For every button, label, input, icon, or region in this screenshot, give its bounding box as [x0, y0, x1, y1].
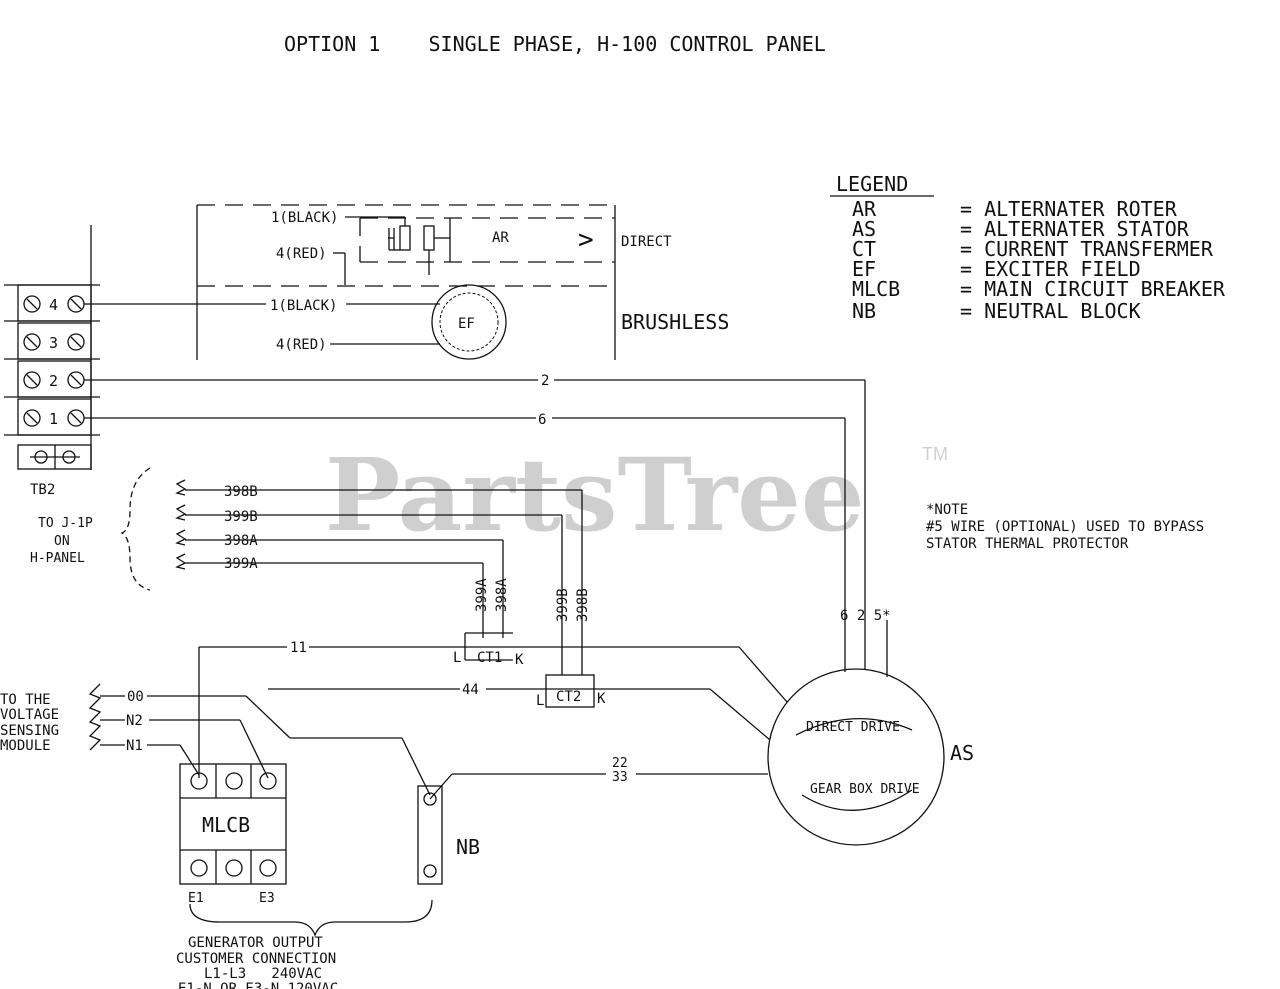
ct-harness: 398B 399B 398A 399A TO J-1P ON H-PANEL — [30, 467, 582, 591]
terminal-screw-icon — [23, 295, 41, 313]
voltage-module-line-4: MODULE — [0, 738, 51, 754]
rotor-wire-black-top: 1(BLACK) — [271, 210, 338, 226]
brushless-label: BRUSHLESS — [621, 310, 729, 334]
wire-44-label: 44 — [462, 682, 479, 698]
neutral-block: 22 33 NB — [417, 756, 768, 885]
legend: LEGEND AR = ALTERNATER ROTER AS = ALTERN… — [830, 172, 1226, 323]
terminal-screw-icon — [23, 371, 41, 389]
legend-code-as: AS — [852, 217, 876, 241]
alternator-stator: 6 2 5* DIRECT DRIVE GEAR BOX DRIVE AS — [767, 605, 974, 846]
watermark-tm: TM — [922, 444, 948, 464]
ct1-wire-a: 399A — [474, 578, 490, 612]
legend-code-ef: EF — [852, 257, 876, 281]
ct2-k: K — [597, 691, 606, 707]
legend-desc-ar: = ALTERNATER ROTER — [960, 197, 1178, 221]
terminal-block: 4 3 2 1 TB2 — [4, 225, 100, 498]
ef-wire-red: 4(RED) — [276, 337, 327, 353]
legend-desc-as: = ALTERNATER STATOR — [960, 217, 1190, 241]
legend-desc-nb: = NEUTRAL BLOCK — [960, 299, 1141, 323]
harness-399b: 399B — [224, 509, 258, 525]
voltage-sensing-wires: 00 N2 N1 TO THE VOLTAGE SENSING MODULE — [0, 683, 431, 796]
wire-00-label: 00 — [127, 689, 144, 705]
ct2-wire-b: 398B — [575, 588, 591, 622]
output-line-1: GENERATOR OUTPUT — [188, 935, 323, 951]
legend-heading: LEGEND — [836, 172, 908, 196]
stator-label: AS — [950, 741, 974, 765]
rotor-direct-label: DIRECT — [621, 234, 672, 250]
rotor-arrow: > — [578, 225, 594, 255]
output-brace — [189, 899, 433, 937]
terminal-block-label: TB2 — [30, 482, 55, 498]
voltage-module-line-1: TO THE — [0, 692, 51, 708]
rotor-enclosure — [196, 204, 616, 360]
watermark: PartsTree — [325, 436, 865, 554]
legend-code-ar: AR — [852, 197, 877, 221]
ct1: 399A 398A CT1 L K — [453, 540, 524, 668]
wire-n2-label: N2 — [126, 713, 143, 729]
exciter-field: EF — [330, 284, 507, 360]
ct2-l: L — [536, 693, 544, 709]
note-heading: *NOTE — [926, 502, 968, 518]
terminal-label-3: 3 — [49, 334, 58, 352]
harness-399a: 399A — [224, 556, 258, 572]
note: *NOTE #5 WIRE (OPTIONAL) USED TO BYPASS … — [926, 502, 1204, 552]
terminal-label-4: 4 — [49, 296, 58, 314]
direct-drive-label: DIRECT DRIVE — [806, 720, 900, 735]
mlcb-e3: E3 — [259, 891, 275, 906]
terminal-screw-icon — [23, 333, 41, 351]
wire-33-label: 33 — [612, 770, 628, 785]
harness-398b: 398B — [224, 484, 258, 500]
harness-dest-2: ON — [54, 534, 70, 549]
wire-11-label: 11 — [290, 640, 307, 656]
note-line-1: #5 WIRE (OPTIONAL) USED TO BYPASS — [926, 519, 1204, 535]
wire-22-label: 22 — [612, 756, 628, 771]
output-line-3: L1-L3 240VAC — [204, 966, 322, 982]
terminal-screw-icon — [67, 333, 85, 351]
legend-code-nb: NB — [852, 299, 876, 323]
alternator-rotor: AR > DIRECT — [344, 216, 672, 285]
terminal-label-2: 2 — [49, 372, 58, 390]
terminal-screw-icon — [23, 409, 41, 427]
output-line-4: E1-N OR E3-N 120VAC — [178, 981, 338, 989]
legend-desc-mlcb: = MAIN CIRCUIT BREAKER — [960, 277, 1226, 301]
ct1-label: CT1 — [477, 650, 502, 666]
diagram-title: OPTION 1 SINGLE PHASE, H-100 CONTROL PAN… — [284, 32, 826, 56]
output-line-2: CUSTOMER CONNECTION — [176, 951, 336, 967]
harness-dest-3: H-PANEL — [30, 551, 85, 566]
terminal-label-1: 1 — [49, 410, 58, 428]
wire-2-label: 2 — [541, 373, 549, 389]
ct2-wire-a: 399B — [555, 588, 571, 622]
voltage-module-line-3: SENSING — [0, 723, 59, 739]
stator-leads: 6 2 5* — [840, 608, 891, 624]
legend-desc-ct: = CURRENT TRANSFERMER — [960, 237, 1214, 261]
voltage-module-line-2: VOLTAGE — [0, 707, 59, 723]
ct1-k: K — [515, 652, 524, 668]
note-line-2: STATOR THERMAL PROTECTOR — [926, 536, 1129, 552]
rotor-wire-red-top: 4(RED) — [276, 246, 327, 262]
wire-n1-label: N1 — [126, 738, 143, 754]
ef-wire-black: 1(BLACK) — [270, 298, 337, 314]
ct2-label: CT2 — [556, 689, 581, 705]
harness-dest-1: TO J-1P — [38, 516, 93, 531]
main-circuit-breaker: MLCB E1 E3 — [179, 763, 287, 906]
rotor-ar-label: AR — [492, 230, 509, 246]
mlcb-e1: E1 — [188, 891, 204, 906]
legend-code-ct: CT — [852, 237, 876, 261]
wire-6-label: 6 — [538, 412, 546, 428]
legend-code-mlcb: MLCB — [852, 277, 900, 301]
nb-label: NB — [456, 835, 480, 859]
gear-box-drive-label: GEAR BOX DRIVE — [810, 782, 920, 797]
ct1-wire-b: 398A — [494, 578, 510, 612]
ct1-l: L — [453, 650, 461, 666]
ct2: 399B 398B CT2 L K — [536, 490, 606, 709]
legend-desc-ef: = EXCITER FIELD — [960, 257, 1141, 281]
exciter-field-label: EF — [458, 316, 475, 332]
mlcb-label: MLCB — [202, 813, 250, 837]
harness-398a: 398A — [224, 533, 258, 549]
